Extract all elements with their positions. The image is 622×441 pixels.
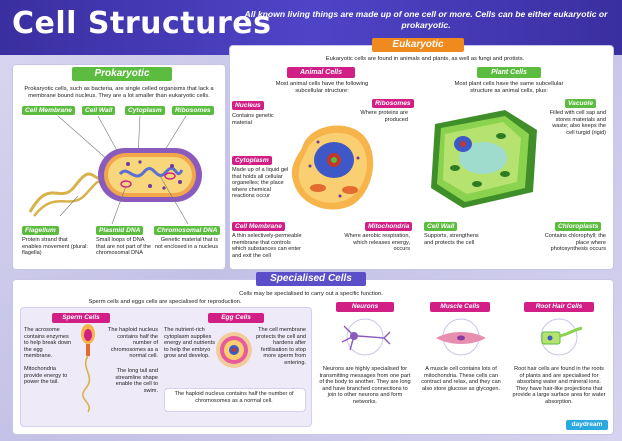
plant-cells-description: Most plant cells have the same subcellul… <box>454 81 564 94</box>
daydream-logo: daydream <box>566 420 608 430</box>
bacterium-illustration <box>28 116 202 224</box>
plant-cell-illustration <box>431 110 537 208</box>
label-cell-wall-plant: Cell Wall <box>424 222 458 231</box>
sperm-cells-heading: Sperm Cells <box>52 313 110 323</box>
label-cytoplasm-animal: Cytoplasm <box>232 156 272 165</box>
egg-cells-heading: Egg Cells <box>208 313 264 323</box>
root-hair-text: Root hair cells are found in the roots o… <box>512 366 606 405</box>
mitochondria-text: Where aerobic respiration, which release… <box>344 233 410 253</box>
prokaryotic-description: Prokaryotic cells, such as bacteria, are… <box>24 86 214 99</box>
label-plasmid-dna: Plasmid DNA <box>96 226 144 235</box>
neurons-text: Neurons are highly specialised for trans… <box>319 366 411 405</box>
label-vacuole: Vacuole <box>565 99 597 108</box>
chromosomal-dna-text: Genetic material that is not enclosed in… <box>154 237 218 250</box>
intro-text: All known living things are made up of o… <box>244 9 608 30</box>
egg-membrane-text: The cell membrane protects the cell and … <box>255 327 306 366</box>
plasmid-dna-text: Small loops of DNA that are not part of … <box>96 237 152 257</box>
specialised-description: Cells may be specialised to carry out a … <box>239 291 383 297</box>
prokaryotic-heading: Prokaryotic <box>72 67 172 81</box>
specialised-heading: Specialised Cells <box>256 272 366 286</box>
label-cell-membrane-pro: Cell Membrane <box>22 106 75 115</box>
page-title: Cell Structures <box>12 6 272 41</box>
nucleus-text: Contains genetic material <box>232 113 274 126</box>
muscle-cells-text: A muscle cell contains lots of mitochond… <box>421 366 501 392</box>
sperm-cell-illustration <box>81 324 95 413</box>
root-hair-illustration <box>540 318 583 356</box>
sperm-egg-intro: Sperm cells and eggs cells are specialis… <box>88 299 242 305</box>
flagellum-text: Protein strand that enables movement (pl… <box>22 237 88 257</box>
cell-wall-plant-text: Supports, strengthens and protects the c… <box>424 233 479 246</box>
cytoplasm-animal-text: Made up of a liquid gel that holds all c… <box>232 167 289 200</box>
ribosomes-animal-text: Where proteins are produced <box>360 110 408 123</box>
chloroplasts-text: Contains chlorophyll; the place where ph… <box>544 233 606 253</box>
neuron-illustration <box>341 318 391 356</box>
label-ribosomes-pro: Ribosomes <box>172 106 214 115</box>
label-chromosomal-dna: Chromosomal DNA <box>154 226 221 235</box>
label-cytoplasm-pro: Cytoplasm <box>125 106 165 115</box>
animal-cell-illustration <box>291 125 374 210</box>
egg-haploid-text: The haploid nucleus contains half the nu… <box>174 391 294 404</box>
root-hair-heading: Root Hair Cells <box>524 302 594 312</box>
label-ribosomes-animal: Ribosomes <box>372 99 414 108</box>
animal-cells-heading: Animal Cells <box>287 67 355 78</box>
sperm-mitochondria-text: Mitochondria provide energy to power the… <box>24 366 68 386</box>
sperm-haploid-text: The haploid nucleus contains half the nu… <box>107 327 158 360</box>
label-nucleus: Nucleus <box>232 101 264 110</box>
label-flagellum: Flagellum <box>22 226 59 235</box>
animal-cells-description: Most animal cells have the following sub… <box>275 81 369 94</box>
cell-membrane-animal-text: A thin selectively-permeable membrane th… <box>232 233 302 259</box>
eukaryotic-panel <box>229 45 614 270</box>
label-cell-membrane-animal: Cell Membrane <box>232 222 285 231</box>
sperm-acrosome-text: The acrosome contains enzymes to help br… <box>24 327 72 360</box>
label-chloroplasts: Chloroplasts <box>555 222 602 231</box>
vacuole-text: Filled with cell sap and stores material… <box>549 110 606 136</box>
egg-cell-illustration <box>216 332 252 368</box>
egg-cytoplasm-text: The nutrient-rich cytoplasm supplies ene… <box>164 327 215 360</box>
eukaryotic-description: Eukaryotic cells are found in animals an… <box>325 56 525 62</box>
muscle-cell-illustration <box>436 318 486 356</box>
egg-haploid-box <box>164 388 306 412</box>
muscle-cells-heading: Muscle Cells <box>430 302 490 312</box>
logo-text: daydream <box>571 421 603 428</box>
label-mitochondria: Mitochondria <box>365 222 413 231</box>
label-cell-wall-pro: Cell Wall <box>82 106 116 115</box>
eukaryotic-heading: Eukaryotic <box>372 38 464 52</box>
neurons-heading: Neurons <box>336 302 394 312</box>
plant-cells-heading: Plant Cells <box>477 67 541 78</box>
sperm-tail-text: The long tail and streamline shape enabl… <box>115 368 158 394</box>
